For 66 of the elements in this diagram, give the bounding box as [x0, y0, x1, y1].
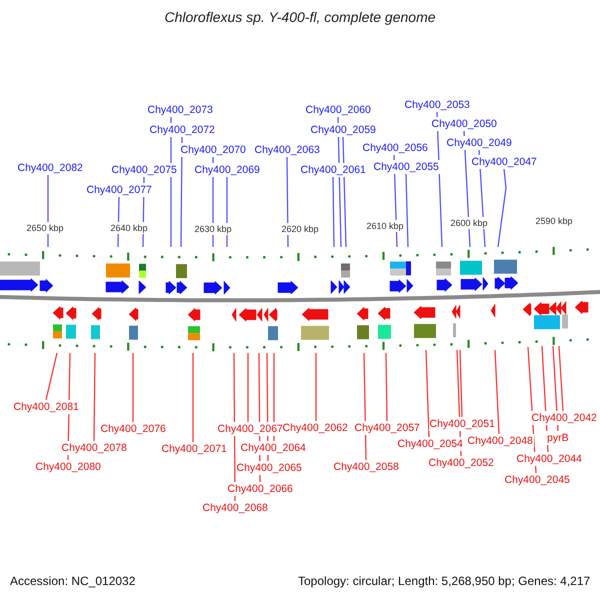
leader-line: [45, 352, 58, 400]
leader-line: [315, 353, 317, 421]
gene-label: Chy400_2080: [34, 460, 102, 474]
leader-line: [459, 350, 463, 418]
gene-label: Chy400_2052: [428, 456, 495, 470]
gene-label: Chy400_2057: [354, 421, 421, 435]
gene-label: Chy400_2056: [362, 141, 429, 155]
diagram-title: Chloroflexus sp. Y-400-fl, complete genome: [163, 9, 437, 25]
gene-label: Chy400_2071: [160, 442, 228, 456]
gene-label: Chy400_2054: [396, 437, 464, 451]
scale-label: 2600 kbp: [450, 217, 489, 229]
leader-line: [132, 353, 134, 422]
gene-label: Chy400_2067: [216, 422, 284, 436]
leader-line: [541, 346, 549, 452]
gene-label: Chy400_2047: [470, 155, 538, 169]
gene-label: Chy400_2051: [428, 417, 496, 431]
scale-label: 2640 kbp: [110, 222, 149, 234]
leader-line: [247, 353, 249, 422]
leader-line: [494, 350, 500, 434]
scale-label: 2610 kbp: [366, 220, 405, 232]
leader-line: [286, 157, 289, 247]
scale-label: 2630 kbp: [194, 223, 233, 235]
scale-label: 2620 kbp: [280, 223, 320, 235]
gene-label: Chy400_2042: [530, 411, 598, 425]
gene-label: pyrB: [546, 431, 570, 445]
gene-label: Chy400_2068: [202, 501, 269, 515]
leader-line: [180, 137, 183, 247]
leader-line: [332, 177, 335, 247]
gene-label: Chy400_2048: [466, 434, 534, 448]
gene-label: Chy400_2073: [146, 103, 214, 117]
gene-label: Chy400_2077: [86, 183, 153, 197]
gene-label: Chy400_2044: [516, 452, 583, 466]
gene-label: Chy400_2060: [304, 103, 372, 117]
gene-label: Chy400_2059: [310, 123, 377, 137]
leader-line: [93, 353, 96, 441]
gene-label: Chy400_2045: [504, 473, 571, 487]
gene-label: Chy400_2055: [372, 160, 440, 174]
gene-label: Chy400_2065: [236, 461, 303, 475]
scale-label: 2650 kbp: [26, 222, 65, 234]
gene-label: Chy400_2075: [110, 163, 178, 177]
leader-line: [342, 136, 347, 248]
leader-line: [385, 353, 388, 421]
gene-label: Chy400_2076: [100, 422, 167, 436]
gene-label: Chy400_2072: [148, 123, 216, 137]
leader-line: [405, 174, 409, 248]
gene-label: Chy400_2078: [60, 441, 128, 455]
gene-label: Chy400_2066: [226, 482, 294, 496]
gene-label: Chy400_2058: [332, 460, 400, 474]
leader-line: [425, 350, 430, 438]
gene-label: Chy400_2050: [430, 117, 498, 131]
gene-label: Chy400_2069: [194, 163, 261, 177]
leader-line: [192, 353, 194, 442]
leader-line: [558, 346, 564, 412]
gene-label: Chy400_2081: [12, 400, 80, 414]
gene-label: Chy400_2082: [16, 161, 84, 175]
genome-info-text: Accession: NC_012032: [10, 574, 136, 588]
gene-label: Chy400_2063: [254, 143, 321, 157]
gene-label: Chy400_2070: [180, 143, 247, 157]
scale-label: 2590 kbp: [534, 215, 574, 227]
genome-info-text: Topology: circular; Length: 5,268,950 bp; Genes: 4,217: [298, 574, 590, 588]
gene-label: Chy400_2062: [282, 421, 349, 435]
gene-label: Chy400_2053: [404, 98, 471, 112]
gene-label: Chy400_2064: [240, 441, 307, 455]
leader-line: [497, 168, 507, 248]
gene-label: Chy400_2061: [300, 163, 367, 177]
gene-label: Chy400_2049: [446, 136, 513, 150]
